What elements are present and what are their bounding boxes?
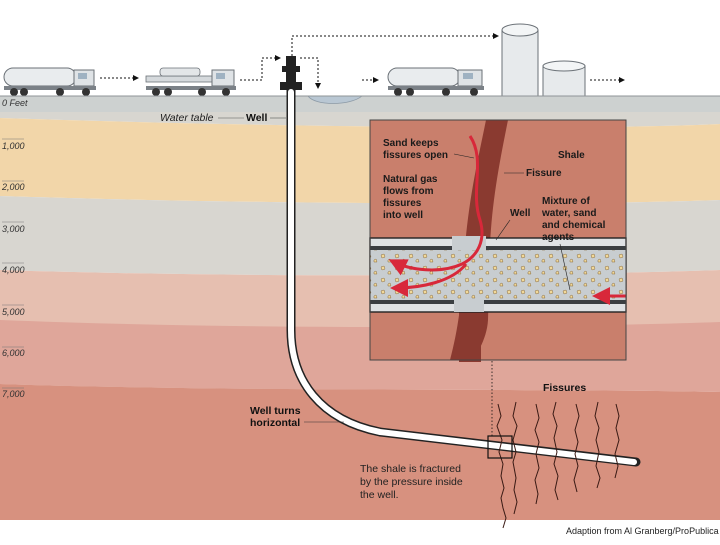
inset-natural-gas-line2: flows from <box>383 186 434 197</box>
depth-label-6000: 6,000 <box>2 348 25 358</box>
detail-box <box>487 435 513 459</box>
inset-fissure-label: Fissure <box>526 168 562 179</box>
tanker-truck-left <box>3 67 96 96</box>
stratum-shale <box>0 384 720 520</box>
well-turns-line1: Well turns <box>250 405 301 417</box>
fracture-fissures <box>496 401 620 529</box>
depth-label-7000: 7,000 <box>2 389 25 399</box>
depth-label-5000: 5,000 <box>2 307 25 317</box>
inset-mixture-line2: water, sand <box>541 208 596 219</box>
fractured-line2: by the pressure inside <box>360 476 463 488</box>
well-bore-inner <box>288 89 637 465</box>
stratum-ground-surface <box>0 96 720 114</box>
inset-detail: Sand keeps fissures open Shale Fissure N… <box>369 119 627 362</box>
tanker-truck-right <box>387 67 484 96</box>
source-credit: Adaption from Al Granberg/ProPublica <box>566 526 719 536</box>
depth-scale: 0 Feet 1,000 2,000 3,000 4,000 5,000 6,0… <box>1 98 28 399</box>
depth-label-4000: 4,000 <box>2 265 25 275</box>
stratum-surface <box>0 0 720 110</box>
fractured-line1: The shale is fractured <box>360 463 461 475</box>
depth-label-2000: 2,000 <box>1 182 25 192</box>
inset-mixture-line4: agents <box>542 232 575 243</box>
fissures-label: Fissures <box>543 382 586 394</box>
surface-equipment <box>0 23 720 104</box>
depth-label-3000: 3,000 <box>2 224 25 234</box>
inset-shale-label: Shale <box>558 150 585 161</box>
storage-tanks <box>501 23 586 97</box>
depth-label-0: 0 Feet <box>2 98 28 108</box>
fractured-line3: the well. <box>360 489 399 501</box>
inset-sand-keeps-line2: fissures open <box>383 150 448 161</box>
inset-well-label: Well <box>510 208 531 219</box>
inset-sand-keeps-line1: Sand keeps <box>383 138 439 149</box>
inset-mixture-line3: and chemical <box>542 220 606 231</box>
inset-mixture-line1: Mixture of <box>542 196 590 207</box>
inset-natural-gas-line3: fissures <box>383 198 422 209</box>
depth-label-1000: 1,000 <box>2 141 25 151</box>
well-label: Well <box>246 112 267 124</box>
flatbed-truck <box>145 67 236 96</box>
inset-natural-gas-line4: into well <box>383 210 423 221</box>
water-table-label: Water table <box>160 112 214 124</box>
inset-natural-gas-line1: Natural gas <box>383 174 438 185</box>
credit-strip <box>0 520 720 540</box>
well-turns-line2: horizontal <box>250 417 300 429</box>
